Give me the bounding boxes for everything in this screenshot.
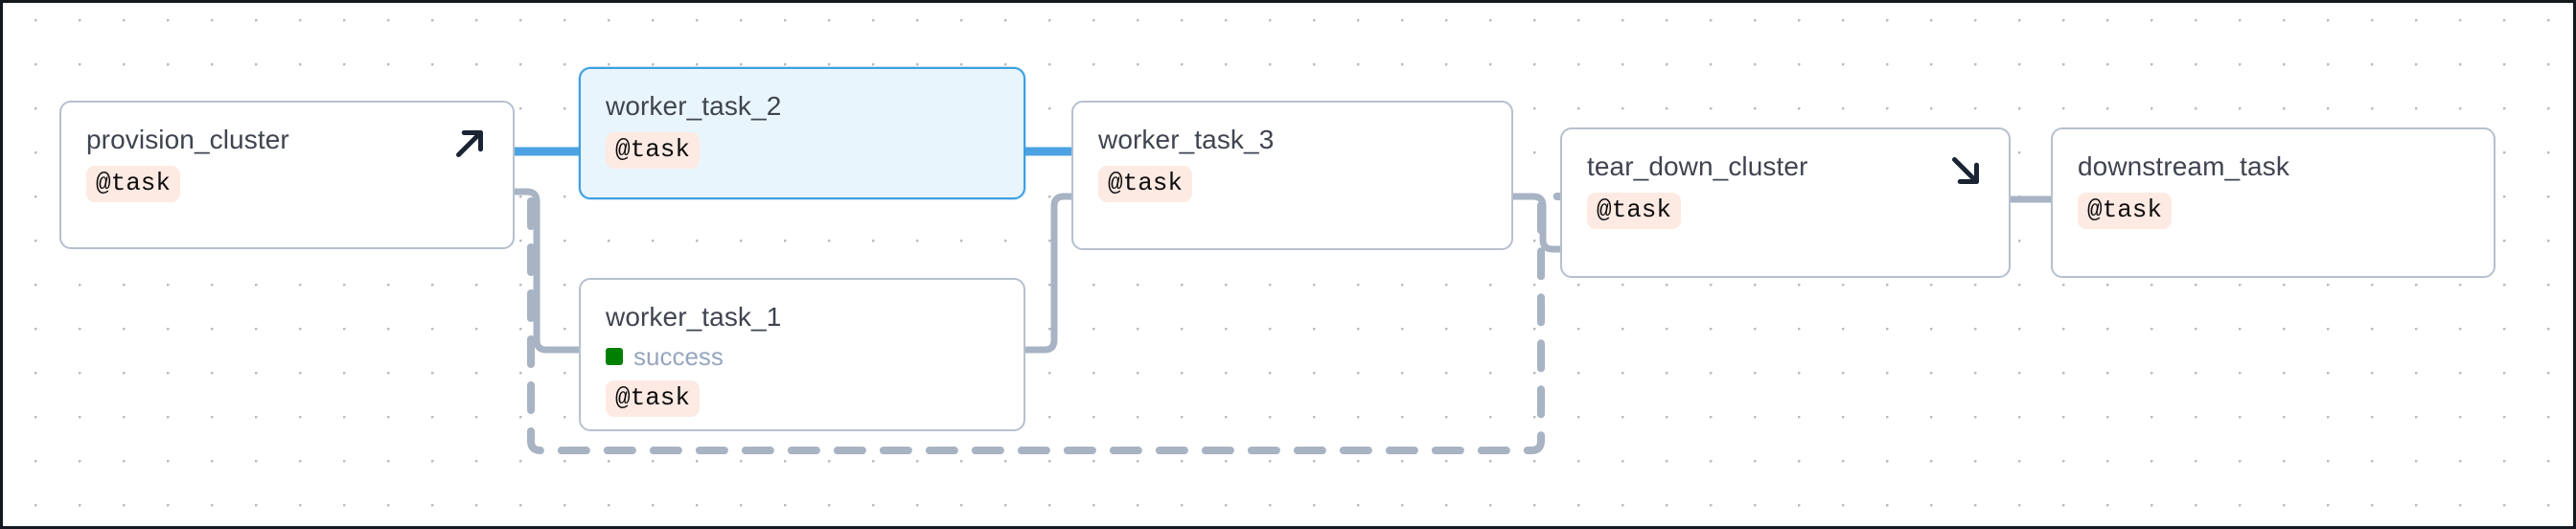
node-tear-down-cluster[interactable]: tear_down_cluster @task [1560,127,2011,278]
node-status: success [606,342,999,371]
edge-provision-cluster-to-worker-task-1 [513,188,579,354]
task-decorator-badge: @task [2078,193,2173,229]
task-decorator-badge: @task [86,166,181,202]
arrow-up-right-icon [448,122,492,166]
node-worker-task-1[interactable]: worker_task_1 success @task [579,278,1025,431]
task-decorator-badge: @task [606,132,701,169]
node-title: worker_task_3 [1098,125,1275,154]
arrow-down-right-icon [1944,149,1988,193]
edge-worker-task-3-to-tear-down-cluster [1513,193,1560,253]
node-title: tear_down_cluster [1587,151,1808,181]
node-provision-cluster[interactable]: provision_cluster @task [59,101,515,249]
task-decorator-badge: @task [1098,166,1193,202]
status-label: success [633,342,724,371]
status-success-swatch-icon [606,348,623,365]
node-title: worker_task_1 [606,302,782,332]
node-title: downstream_task [2078,151,2289,181]
edge-worker-task-1-to-worker-task-3 [1025,193,1071,354]
node-downstream-task[interactable]: downstream_task @task [2051,127,2496,278]
task-decorator-badge: @task [606,380,701,417]
node-worker-task-3[interactable]: worker_task_3 @task [1071,101,1513,250]
task-decorator-badge: @task [1587,193,1682,229]
node-title: worker_task_2 [606,91,782,121]
node-title: provision_cluster [86,125,289,154]
edge-dashed-provision-cluster-to-tear-down-cluster [527,193,1564,454]
node-worker-task-2[interactable]: worker_task_2 @task [579,67,1025,199]
